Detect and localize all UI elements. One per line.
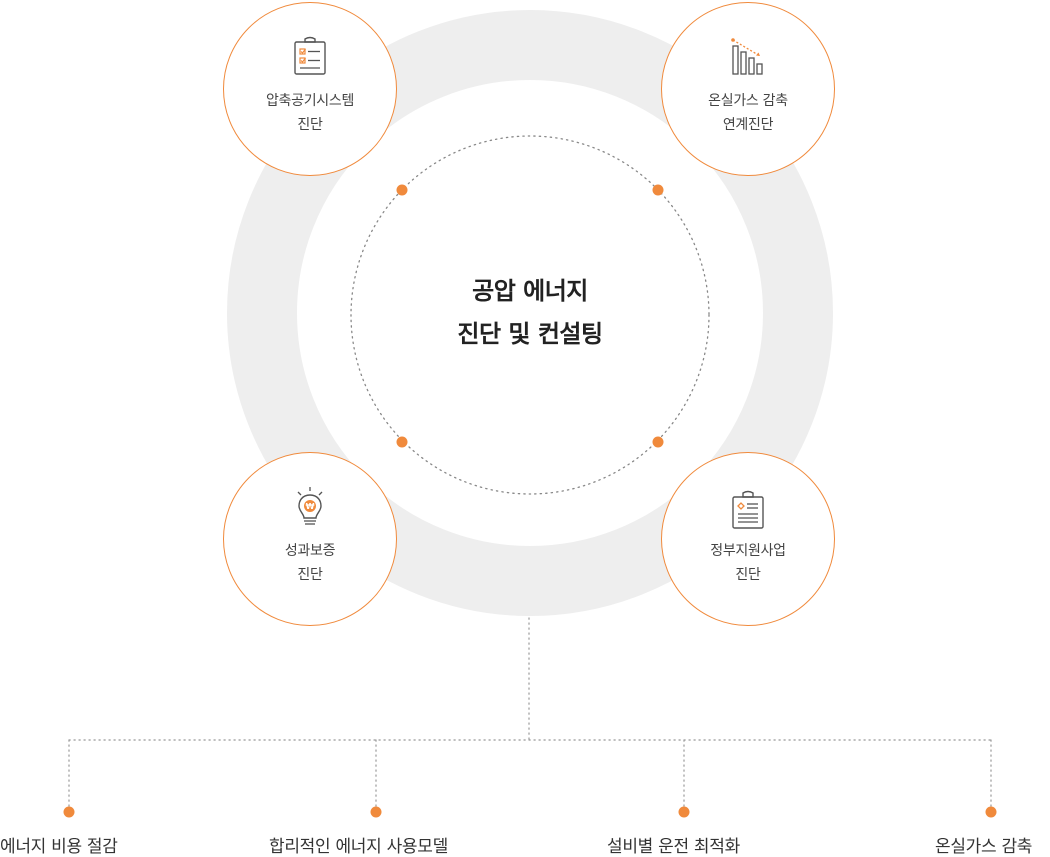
node-label: 압축공기시스템 진단 (224, 89, 396, 137)
orange-dot-bottom-left (396, 436, 408, 448)
clipboard-document-icon (732, 490, 764, 529)
node-label-line2: 진단 (735, 567, 761, 583)
node-government-support-diagnosis[interactable]: 정부지원사업 진단 (661, 452, 835, 626)
connector-tree (68, 617, 992, 807)
center-title-line2: 진단 및 컨설팅 (457, 320, 603, 348)
node-compressed-air-diagnosis[interactable]: 압축공기시스템 진단 (223, 2, 397, 176)
center-title-line1: 공압 에너지 (472, 277, 588, 305)
lightbulb-won-icon: ₩ (297, 487, 323, 525)
node-label-line2: 진단 (297, 117, 323, 133)
outcome-label-rational-model: 합리적인 에너지 사용모델 (269, 837, 448, 857)
orange-dot-bottom-right (652, 436, 664, 448)
clipboard-checklist-icon (294, 36, 326, 75)
node-ghg-reduction-diagnosis[interactable]: 온실가스 감축 연계진단 (661, 2, 835, 176)
orange-dot-top-right (652, 184, 664, 196)
outcome-label-energy-cost: 에너지 비용 절감 (0, 837, 118, 857)
outcome-dot-2 (370, 806, 382, 818)
svg-text:₩: ₩ (306, 502, 315, 511)
outcome-label-operation-optimization: 설비별 운전 최적화 (607, 837, 740, 857)
node-label-line1: 압축공기시스템 (265, 93, 355, 109)
node-label-line1: 성과보증 (284, 543, 336, 559)
node-label-line1: 정부지원사업 (710, 543, 786, 559)
declining-bar-chart-icon (731, 38, 763, 75)
node-label-line2: 진단 (297, 567, 323, 583)
node-label-line1: 온실가스 감축 (708, 93, 788, 109)
outcome-label-ghg-reduction: 온실가스 감축 (935, 837, 1033, 857)
outcome-dot-4 (985, 806, 997, 818)
outer-ring (227, 10, 833, 616)
outcome-dot-3 (678, 806, 690, 818)
node-label-line2: 연계진단 (722, 117, 774, 133)
node-label: 정부지원사업 진단 (662, 539, 834, 587)
orange-dot-top-left (396, 184, 408, 196)
outcome-dot-1 (63, 806, 75, 818)
node-label: 온실가스 감축 연계진단 (662, 89, 834, 137)
node-performance-guarantee-diagnosis[interactable]: ₩ 성과보증 진단 (223, 452, 397, 626)
node-label: 성과보증 진단 (224, 539, 396, 587)
center-title: 공압 에너지 진단 및 컨설팅 (380, 270, 680, 356)
dotted-inner-circle (350, 135, 710, 495)
